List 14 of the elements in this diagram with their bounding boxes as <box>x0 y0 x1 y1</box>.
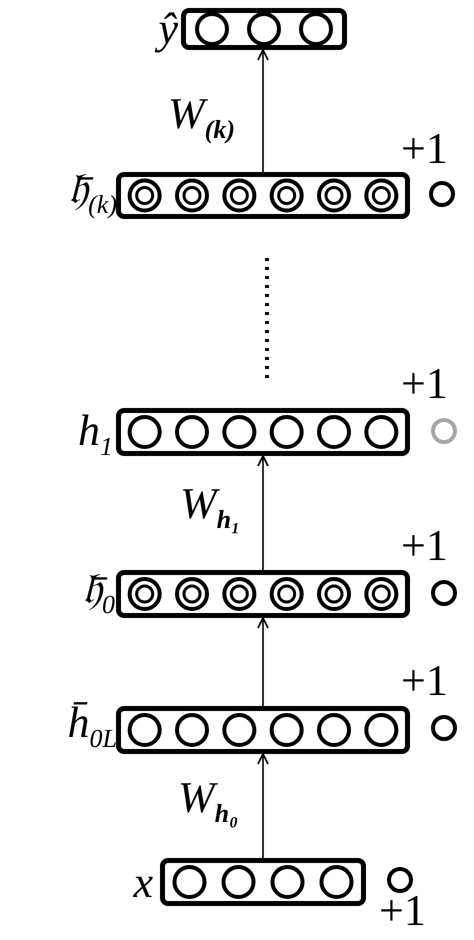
arrow <box>257 753 269 858</box>
layer-label: h$_{1}$ <box>78 409 113 460</box>
layer-label: h̄$_{0L}$ <box>68 701 117 752</box>
layer-label: 𝔥̄$_{(k)}$ <box>68 167 117 218</box>
bias-label: +1 <box>401 524 448 568</box>
layer-label: x <box>133 861 153 905</box>
layer-label: 𝔥̄$_{0}$ <box>82 567 115 618</box>
bias-label: +1 <box>401 127 448 171</box>
arrow <box>257 455 269 570</box>
bias-label: +1 <box>379 889 426 933</box>
bias-label: +1 <box>401 659 448 703</box>
arrow <box>257 49 269 172</box>
bias-label: +1 <box>401 362 448 406</box>
arrow <box>257 617 269 706</box>
